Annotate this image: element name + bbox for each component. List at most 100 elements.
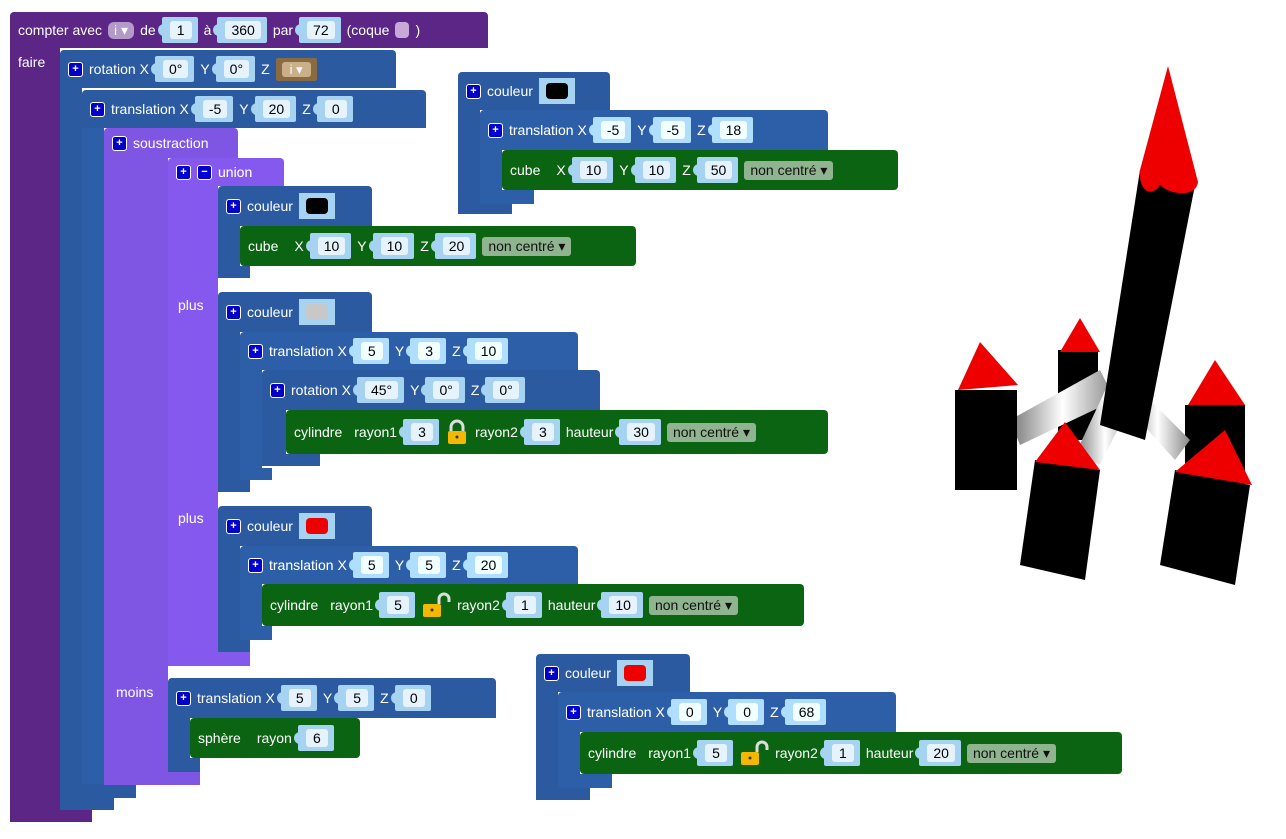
cylinder-block[interactable]: cylindre rayon1 5 rayon2 1 hauteur 10 no… [262, 584, 804, 626]
color-swatch[interactable] [305, 198, 328, 214]
expand-icon[interactable]: + [466, 83, 481, 99]
cube-x-input[interactable]: 10 [579, 161, 608, 179]
expand-icon[interactable]: + [90, 101, 105, 117]
translation-block[interactable]: + translation X 5 Y 5 Z 20 [240, 546, 578, 584]
cube-z-input[interactable]: 50 [704, 161, 733, 179]
cube-z-input[interactable]: 20 [442, 237, 471, 255]
difference-block[interactable]: + soustraction [104, 128, 238, 158]
center-dropdown[interactable]: non centré ▾ [744, 160, 834, 180]
rotation-block[interactable]: + rotation X 0° Y 0° Z i ▾ [60, 50, 396, 88]
center-dropdown[interactable]: non centré ▾ [666, 422, 757, 442]
expand-icon[interactable]: + [226, 304, 241, 320]
from-input[interactable]: 1 [169, 21, 192, 39]
expand-icon[interactable]: + [248, 343, 263, 359]
radius1-input[interactable]: 3 [411, 423, 434, 441]
expand-icon[interactable]: + [226, 518, 241, 534]
translation-z-input[interactable]: 0 [402, 689, 425, 707]
center-dropdown[interactable]: non centré ▾ [482, 236, 572, 256]
3d-rocket-preview[interactable] [940, 60, 1270, 600]
translation-z-input[interactable]: 0 [324, 100, 347, 118]
color-swatch[interactable] [545, 83, 568, 99]
translation-y-input[interactable]: 3 [418, 342, 441, 360]
rotation-z-variable[interactable]: i ▾ [281, 61, 311, 77]
to-input[interactable]: 360 [225, 21, 261, 39]
for-loop-block[interactable]: compter avec i ▾ de 1 à 360 par 72 (coqu… [10, 12, 488, 48]
translation-block[interactable]: + translation X 0 Y 0 Z 68 [558, 692, 896, 732]
expand-icon[interactable]: + [248, 557, 263, 573]
color-block[interactable]: + couleur [218, 186, 372, 226]
color-block[interactable]: + couleur [458, 72, 610, 110]
cylinder-block[interactable]: cylindre rayon1 3 rayon2 3 hauteur 30 no… [286, 410, 828, 454]
rotation-z-input[interactable]: 0° [493, 381, 519, 399]
height-input[interactable]: 20 [927, 744, 955, 762]
translation-block[interactable]: + translation X 5 Y 3 Z 10 [240, 332, 578, 370]
translation-z-input[interactable]: 18 [719, 121, 748, 139]
translation-y-input[interactable]: 0 [736, 703, 759, 721]
translation-z-input[interactable]: 20 [474, 556, 503, 574]
translation-x-input[interactable]: 5 [288, 689, 311, 707]
radius1-input[interactable]: 5 [705, 744, 728, 762]
expand-icon[interactable]: + [68, 61, 83, 77]
expand-icon[interactable]: + [176, 164, 191, 180]
translation-x-input[interactable]: -5 [600, 121, 626, 139]
radius2-input[interactable]: 1 [831, 744, 854, 762]
center-dropdown[interactable]: non centré ▾ [966, 743, 1057, 763]
expand-icon[interactable]: + [544, 665, 559, 681]
expand-icon[interactable]: + [270, 382, 285, 398]
center-dropdown[interactable]: non centré ▾ [648, 595, 739, 615]
union-block[interactable]: + − union [168, 158, 284, 186]
translation-x-input[interactable]: -5 [202, 100, 228, 118]
height-input[interactable]: 30 [627, 423, 655, 441]
cube-x-input[interactable]: 10 [317, 237, 346, 255]
rotation-y-input[interactable]: 0° [433, 381, 459, 399]
collapse-icon[interactable]: − [197, 164, 212, 180]
radius1-input[interactable]: 5 [387, 596, 410, 614]
color-label: couleur [247, 304, 293, 320]
height-input[interactable]: 10 [609, 596, 637, 614]
translation-x-input[interactable]: 5 [360, 556, 383, 574]
expand-icon[interactable]: + [566, 704, 581, 720]
translation-z-input[interactable]: 68 [792, 703, 821, 721]
translation4-bar [168, 708, 190, 772]
translation-y-input[interactable]: 5 [418, 556, 441, 574]
color-block[interactable]: + couleur [218, 506, 372, 546]
hull-checkbox[interactable] [395, 22, 410, 38]
translation-block[interactable]: + translation X -5 Y -5 Z 18 [480, 110, 828, 150]
y-label: Y [322, 690, 333, 706]
cylinder-block[interactable]: cylindre rayon1 5 rayon2 1 hauteur 20 no… [580, 732, 1122, 774]
color-swatch[interactable] [305, 518, 328, 534]
cube-y-input[interactable]: 10 [380, 237, 409, 255]
cube-block[interactable]: cube X 10 Y 10 Z 20 non centré ▾ [240, 226, 636, 266]
color-block[interactable]: + couleur [218, 292, 372, 332]
translation-block[interactable]: + translation X -5 Y 20 Z 0 [82, 90, 426, 128]
rotation-y-input[interactable]: 0° [223, 60, 250, 78]
color-swatch[interactable] [623, 665, 646, 681]
expand-icon[interactable]: + [226, 198, 241, 214]
translation-y-input[interactable]: 5 [346, 689, 369, 707]
radius-input[interactable]: 6 [305, 729, 328, 747]
radius2-input[interactable]: 3 [531, 423, 554, 441]
translation-x-input[interactable]: 0 [678, 703, 701, 721]
rotation-x-input[interactable]: 45° [364, 381, 399, 399]
color-block[interactable]: + couleur [536, 654, 690, 692]
color-swatch[interactable] [305, 304, 328, 320]
cube-y-input[interactable]: 10 [642, 161, 671, 179]
sphere-block[interactable]: sphère rayon 6 [190, 718, 360, 758]
rotation-block[interactable]: + rotation X 45° Y 0° Z 0° [262, 370, 600, 410]
translation-block[interactable]: + translation X 5 Y 5 Z 0 [168, 678, 496, 718]
rotation-x-input[interactable]: 0° [162, 60, 189, 78]
lock-open-icon[interactable] [421, 592, 451, 618]
translation-x-input[interactable]: 5 [360, 342, 383, 360]
radius2-input[interactable]: 1 [513, 596, 536, 614]
by-input[interactable]: 72 [307, 21, 335, 39]
translation-y-input[interactable]: -5 [660, 121, 686, 139]
translation-z-input[interactable]: 10 [474, 342, 503, 360]
expand-icon[interactable]: + [176, 690, 191, 706]
expand-icon[interactable]: + [488, 122, 503, 138]
lock-closed-icon[interactable] [445, 419, 469, 445]
loop-variable-dropdown[interactable]: i ▾ [108, 21, 135, 39]
expand-icon[interactable]: + [112, 135, 127, 151]
translation-y-input[interactable]: 20 [262, 100, 291, 118]
cube-block[interactable]: cube X 10 Y 10 Z 50 non centré ▾ [502, 150, 898, 190]
lock-open-icon[interactable] [739, 740, 769, 766]
